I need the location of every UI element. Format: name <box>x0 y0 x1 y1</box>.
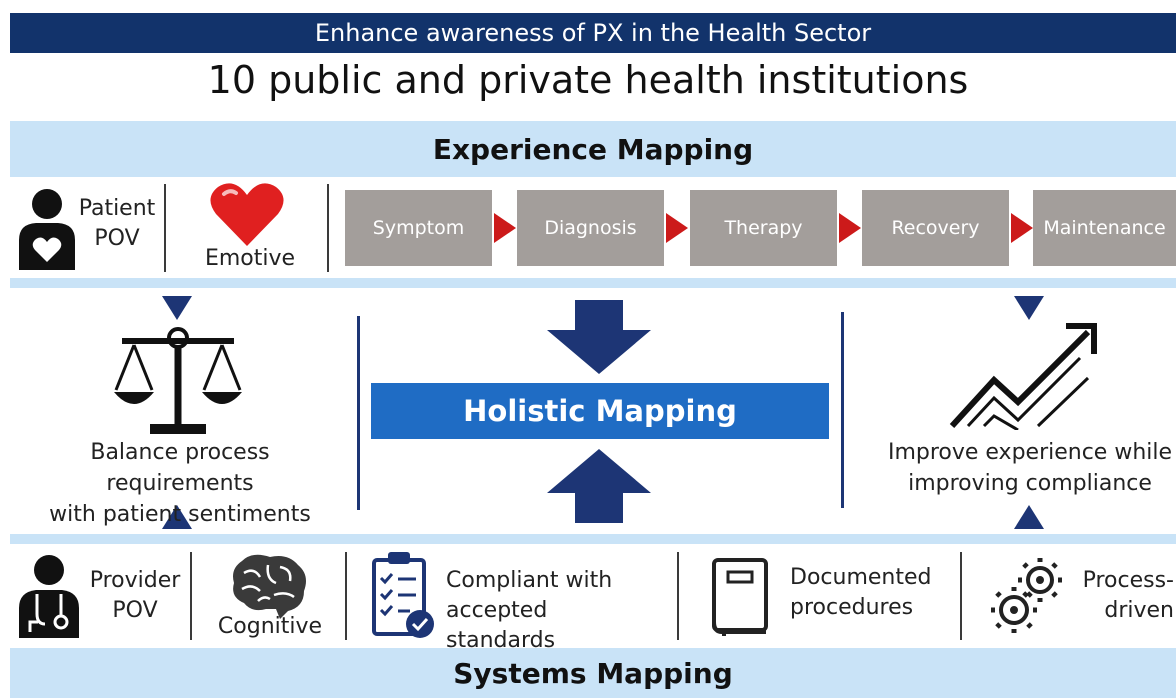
red-arrow-icon <box>666 213 688 243</box>
manual-icon <box>712 558 768 636</box>
step-maintenance: Maintenance <box>1033 190 1176 266</box>
up-triangle-icon <box>162 505 192 529</box>
divider <box>677 552 679 640</box>
step-label: Therapy <box>724 217 803 239</box>
patient-label: Patient <box>78 196 156 221</box>
pov-label: POV <box>94 226 140 251</box>
emotive-label: Emotive <box>204 246 296 271</box>
process-driven-line1: Process- <box>1082 568 1174 593</box>
person-icon <box>19 189 75 270</box>
step-symptom: Symptom <box>345 190 492 266</box>
cognitive-label: Cognitive <box>217 614 323 639</box>
documented-line1: Documented <box>790 565 932 590</box>
divider <box>164 184 166 272</box>
left-caption: Balance process requirements with patien… <box>14 437 346 530</box>
provider-label: Provider <box>89 568 181 593</box>
scales-icon <box>114 327 242 434</box>
holistic-mapping-box: Holistic Mapping <box>371 383 829 439</box>
documented-label: Documented procedures <box>790 563 950 623</box>
systems-mapping-title: Systems Mapping <box>453 656 733 690</box>
documented-line2: procedures <box>790 595 914 620</box>
holistic-mapping-label: Holistic Mapping <box>463 394 737 428</box>
compliant-label: Compliant with accepted standards <box>446 566 658 656</box>
divider <box>190 552 192 640</box>
step-label: Symptom <box>372 217 465 239</box>
red-arrow-icon <box>839 213 861 243</box>
checklist-icon <box>372 552 434 638</box>
divider <box>357 316 360 510</box>
patient-pov-label: Patient POV <box>74 194 160 254</box>
divider <box>345 552 347 640</box>
right-caption: Improve experience while improving compl… <box>884 437 1176 499</box>
step-therapy: Therapy <box>690 190 837 266</box>
down-triangle-icon <box>162 296 192 320</box>
separator-band <box>10 534 1176 544</box>
right-caption-line1: Improve experience while <box>887 440 1173 465</box>
heart-icon <box>210 183 284 246</box>
banner-text: Enhance awareness of PX in the Health Se… <box>314 19 872 47</box>
divider <box>327 184 329 272</box>
red-arrow-icon <box>494 213 516 243</box>
doctor-icon <box>19 555 79 638</box>
left-caption-line1: Balance process requirements <box>90 440 270 496</box>
up-triangle-icon <box>1014 505 1044 529</box>
down-triangle-icon <box>1014 296 1044 320</box>
right-caption-line2: improving compliance <box>908 471 1152 496</box>
up-arrow-icon <box>547 449 651 523</box>
experience-mapping-band: Experience Mapping <box>10 121 1176 177</box>
trend-arrow-icon <box>949 323 1097 430</box>
provider-pov-label: Provider POV <box>82 566 188 626</box>
step-recovery: Recovery <box>862 190 1009 266</box>
down-arrow-icon <box>547 300 651 374</box>
header-banner: Enhance awareness of PX in the Health Se… <box>10 13 1176 53</box>
experience-mapping-title: Experience Mapping <box>432 132 754 166</box>
step-label: Diagnosis <box>544 217 637 239</box>
gears-icon <box>991 558 1062 633</box>
pov-label: POV <box>112 598 158 623</box>
subtitle: 10 public and private health institution… <box>207 58 969 102</box>
step-label: Recovery <box>891 217 980 239</box>
brain-icon <box>233 554 306 619</box>
left-caption-line2: with patient sentiments <box>49 502 311 527</box>
red-arrow-icon <box>1011 213 1033 243</box>
step-label: Maintenance <box>1043 217 1166 239</box>
step-diagnosis: Diagnosis <box>517 190 664 266</box>
systems-mapping-band: Systems Mapping <box>10 648 1176 698</box>
divider <box>841 312 844 508</box>
separator-band <box>10 278 1176 288</box>
process-driven-line2: driven <box>1104 598 1174 623</box>
process-driven-label: Process- driven <box>1072 566 1174 626</box>
compliant-line1: Compliant with <box>446 568 613 593</box>
compliant-line2: accepted standards <box>446 598 556 653</box>
divider <box>960 552 962 640</box>
